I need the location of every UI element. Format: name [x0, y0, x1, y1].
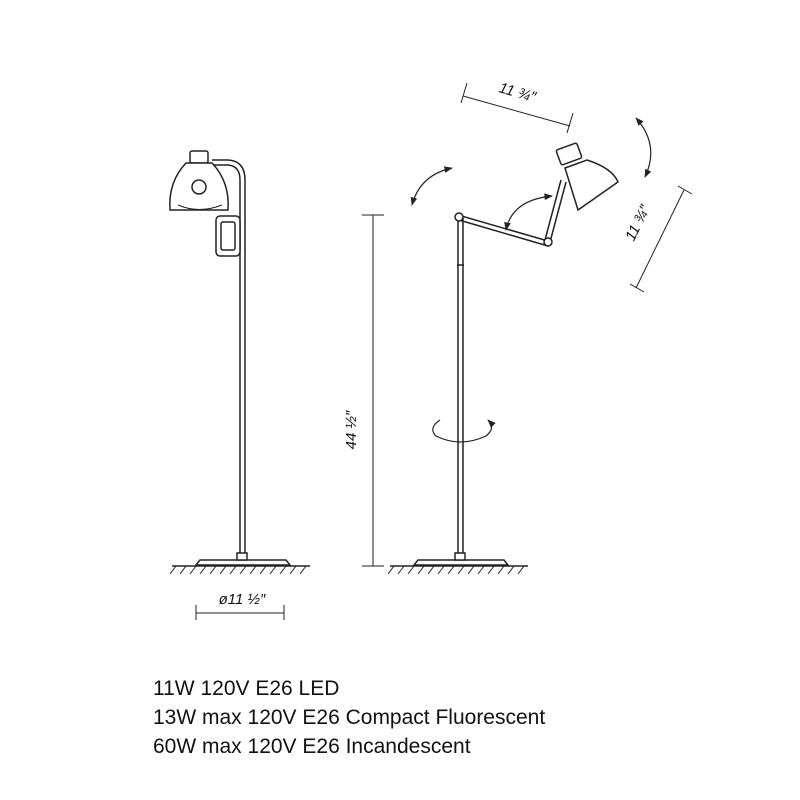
pole-rotate-arrow [432, 419, 496, 443]
base-diameter-label: ø11 ½″ [219, 591, 266, 608]
side-lower-arm [457, 214, 549, 242]
front-floor-line [169, 565, 310, 575]
front-view-lamp [169, 150, 310, 575]
shade-tilt-arrow [635, 117, 652, 178]
base-diameter-dimension: ø11 ½″ [195, 591, 285, 620]
front-handle [215, 215, 241, 257]
side-floor-line [387, 565, 528, 575]
front-shade [169, 162, 229, 211]
joint-tilt-arrow [504, 193, 553, 231]
height-label: 44 ½″ [343, 410, 360, 449]
height-dimension: 44 ½″ [343, 214, 384, 567]
spec-led: 11W 120V E26 LED [153, 677, 340, 700]
shade-length-label: 11 ¾″ [622, 202, 654, 244]
rotation-arrows [410, 117, 652, 443]
arm-length-dimension: 11 ¾″ [460, 79, 574, 134]
side-shade [564, 159, 619, 212]
bulb-specs: 11W 120V E26 LED 13W max 120V E26 Compac… [153, 674, 545, 761]
shade-length-dimension: 11 ¾″ [622, 185, 693, 293]
spec-incandescent: 60W max 120V E26 Incandescent [153, 735, 471, 758]
arm-length-label: 11 ¾″ [497, 79, 538, 106]
side-view-lamp [387, 142, 619, 575]
side-lamp-base [412, 559, 510, 566]
spec-cfl: 13W max 120V E26 Compact Fluorescent [153, 706, 546, 729]
front-base-collar [236, 552, 248, 561]
front-bulb [191, 179, 207, 195]
side-base-collar [454, 552, 466, 561]
front-shade-cap [189, 150, 209, 164]
side-shade-cap [555, 142, 583, 166]
front-lamp-base [194, 559, 292, 566]
front-neck [212, 164, 241, 181]
arm-tilt-arrow [410, 166, 453, 206]
